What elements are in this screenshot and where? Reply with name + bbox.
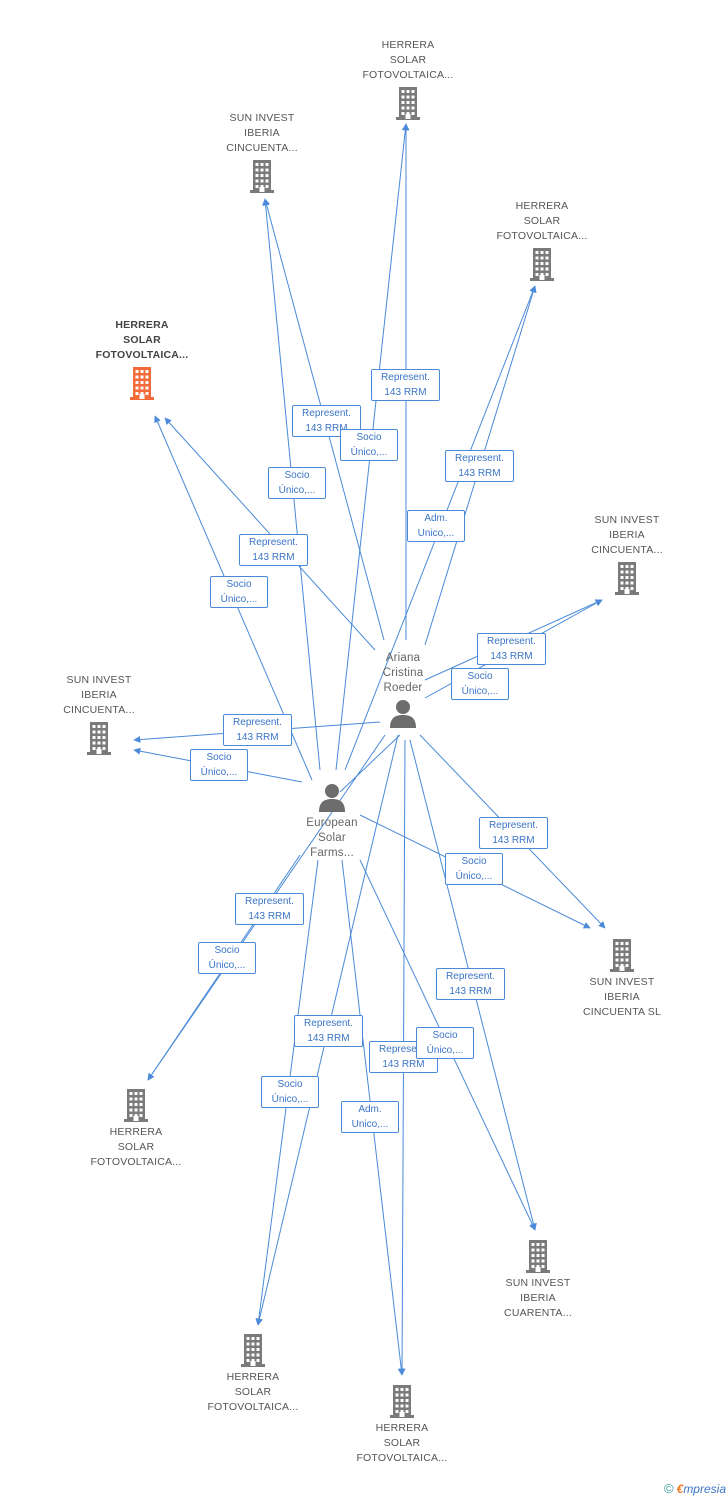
edge-label[interactable]: Represent.143 RRM (371, 369, 440, 401)
building-icon (390, 1385, 414, 1418)
person-icon (319, 784, 345, 812)
building-icon (615, 562, 639, 595)
building-icon (124, 1089, 148, 1122)
building-icon (396, 87, 420, 120)
edge-label[interactable]: Represent.143 RRM (223, 714, 292, 746)
edge-label[interactable]: Represent.143 RRM (239, 534, 308, 566)
edge-label[interactable]: Represent.143 RRM (479, 817, 548, 849)
person-icon (390, 700, 416, 728)
edge-label[interactable]: Adm.Unico,... (407, 510, 465, 542)
building-icon (130, 367, 154, 400)
building-icon (87, 722, 111, 755)
edge-label[interactable]: Represent.143 RRM (477, 633, 546, 665)
brand-name: mpresia (683, 1482, 726, 1496)
edge-label[interactable]: Represent.143 RRM (294, 1015, 363, 1047)
building-icon (526, 1240, 550, 1273)
building-icon (530, 248, 554, 281)
edge-label[interactable]: Represent.143 RRM (445, 450, 514, 482)
relation-edge (339, 734, 401, 793)
building-icon (250, 160, 274, 193)
building-icon (241, 1334, 265, 1367)
edge-label[interactable]: Represent.143 RRM (436, 968, 505, 1000)
copyright-icon: © (664, 1481, 674, 1496)
empresia-watermark: ©€mpresia (664, 1481, 726, 1496)
edge-label[interactable]: Represent.143 RRM (235, 893, 304, 925)
building-icon (610, 939, 634, 972)
edge-label[interactable]: Adm.Unico,... (341, 1101, 399, 1133)
brand-logo-mark: € (676, 1482, 684, 1496)
